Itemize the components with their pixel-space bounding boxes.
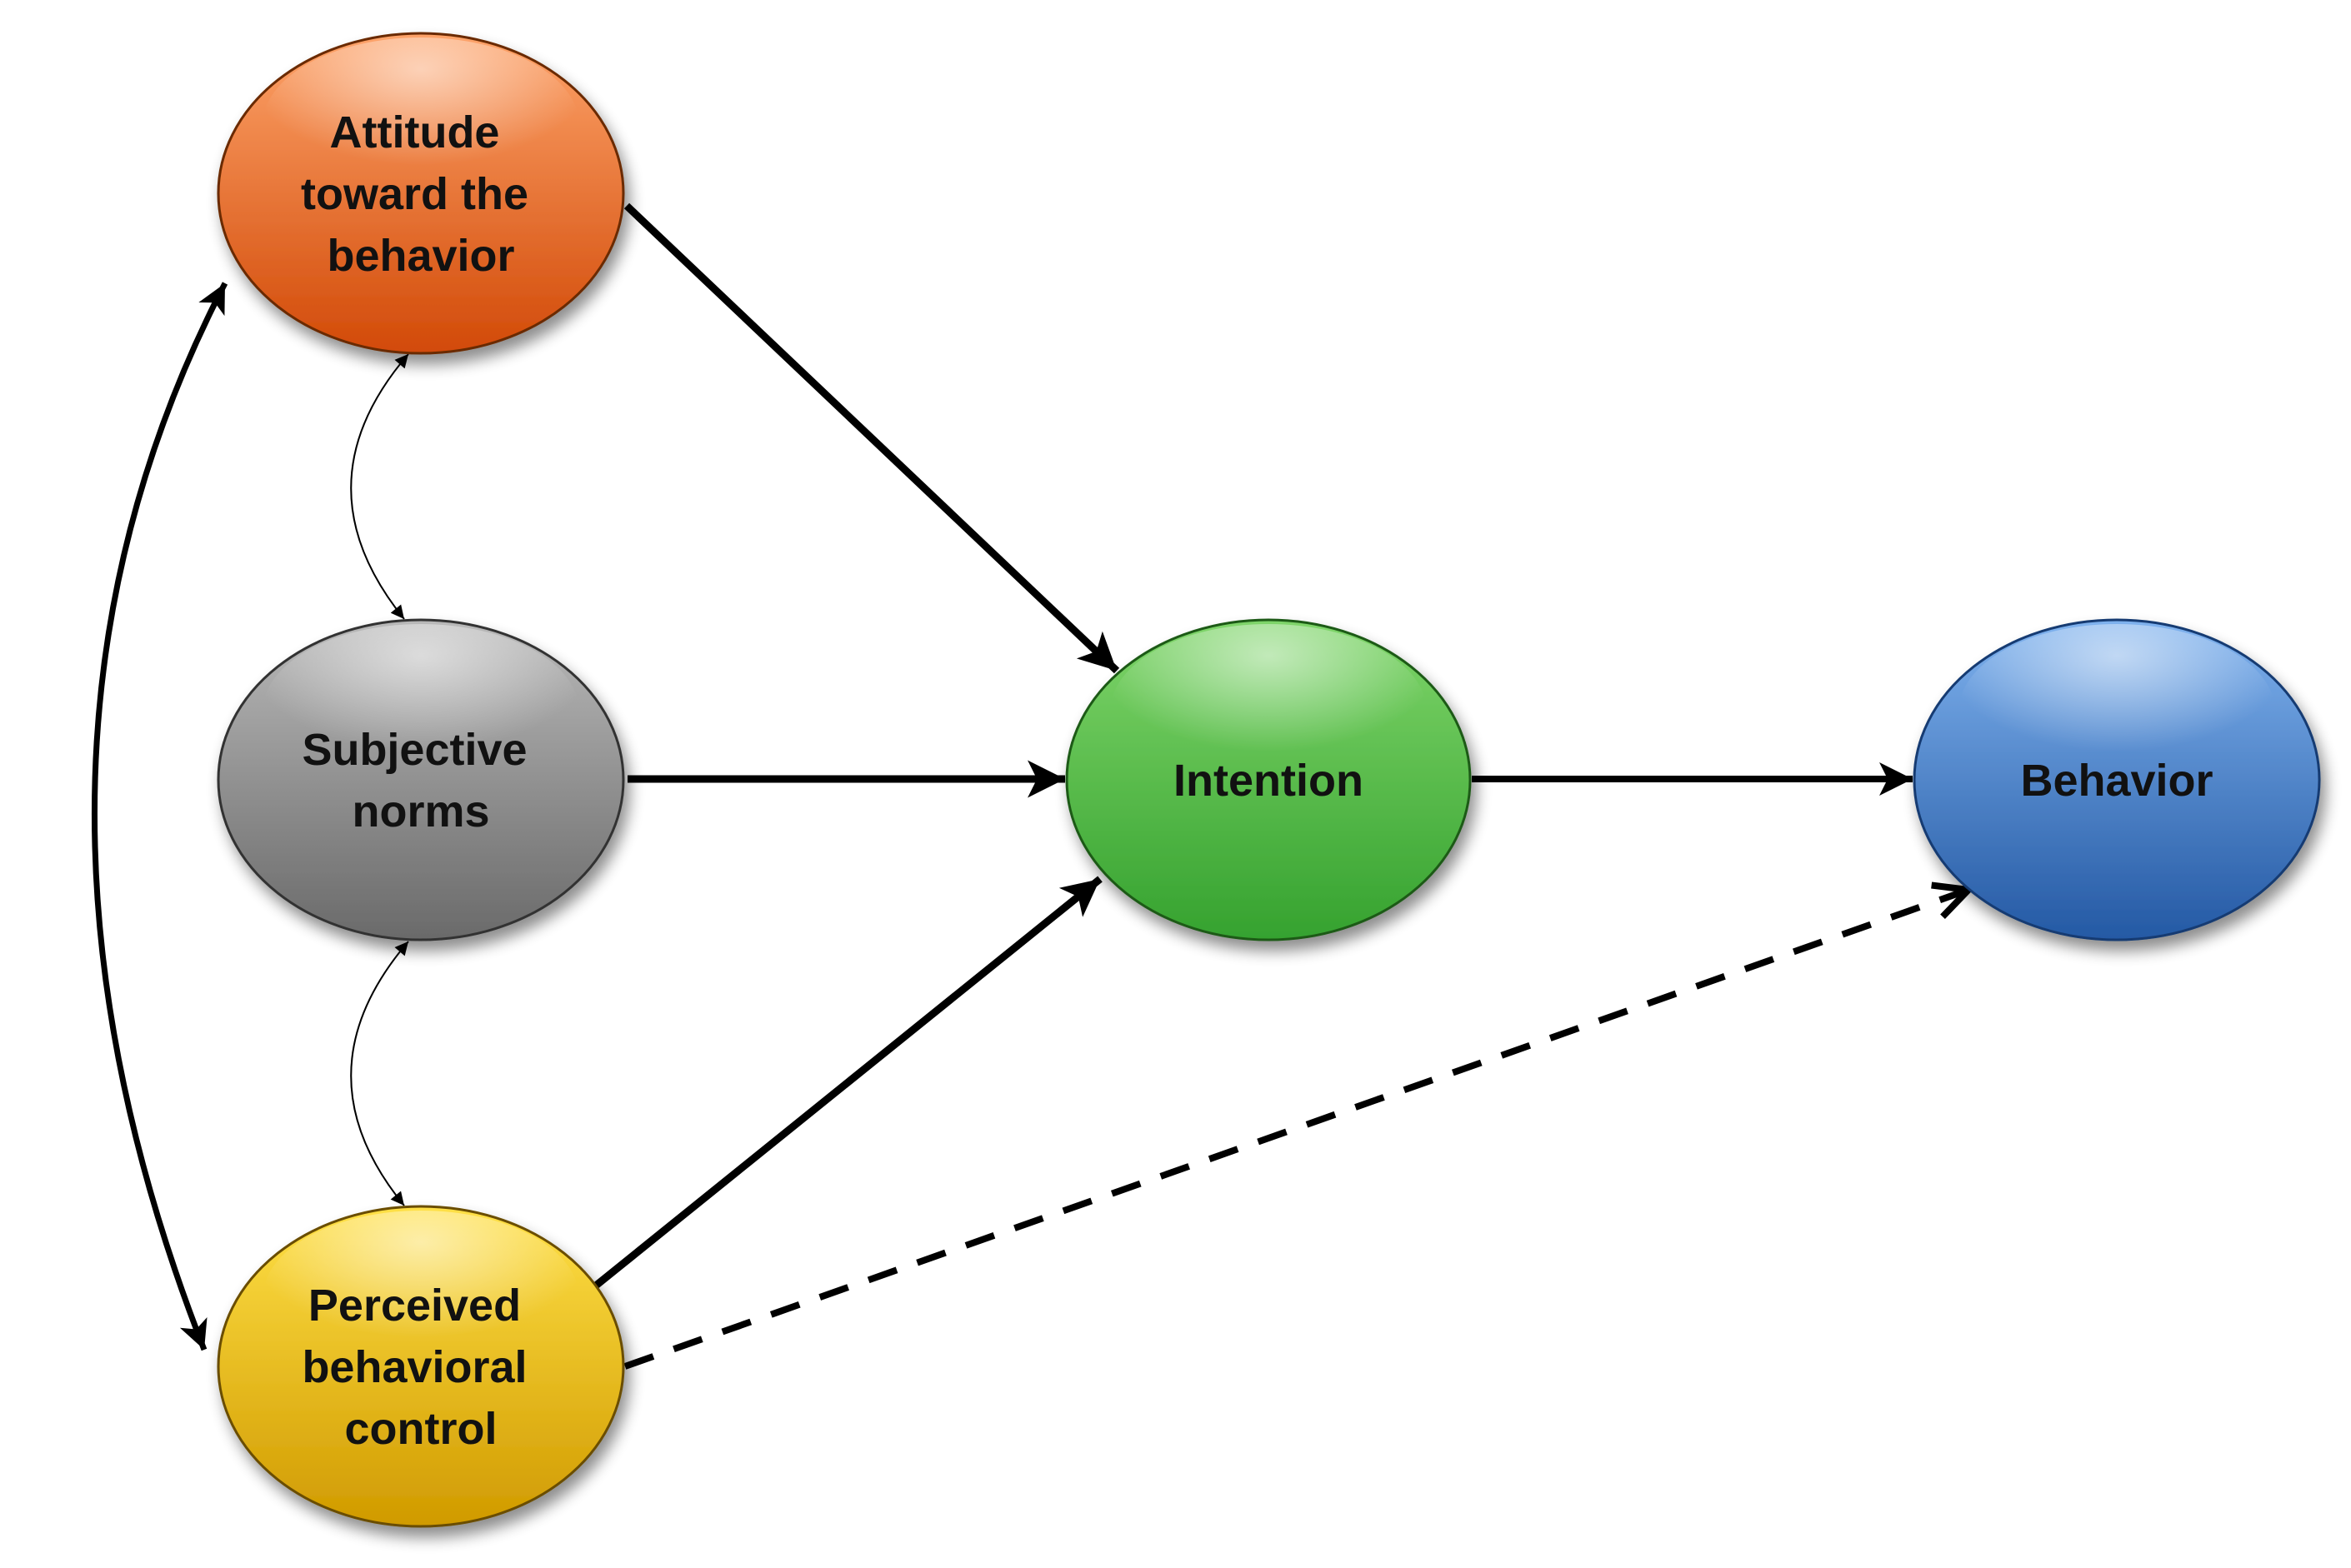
node-behavior-label: Behavior (2020, 756, 2213, 806)
edges (92, 202, 1968, 1370)
node-perceived-control-line-3: control (345, 1404, 498, 1454)
node-perceived-control-line-2: behavioral (302, 1342, 527, 1392)
node-subjective-norms-line-2: norms (352, 786, 489, 836)
node-subjective-norms-line-1: Subjective (302, 725, 527, 775)
arrow-attitude-subjective-norms (350, 353, 409, 620)
arrow-perceived-control-behavior-dashed (623, 890, 1968, 1370)
node-subjective-norms-gloss (263, 624, 579, 799)
node-behavior (1913, 618, 2321, 941)
node-subjective-norms-label: Subjective norms (302, 725, 539, 836)
arrow-attitude-perceived-control (92, 282, 228, 1351)
node-intention (1065, 618, 1472, 941)
node-behavior-gloss (1958, 624, 2275, 799)
node-attitude-label: Attitude toward the behavior (301, 107, 541, 281)
node-intention-line-1: Intention (1173, 756, 1363, 806)
node-intention-label: Intention (1173, 756, 1363, 806)
node-perceived-control-label: Perceived behavioral control (302, 1281, 539, 1454)
node-perceived-control-gloss (263, 1211, 579, 1386)
node-attitude-gloss (263, 37, 579, 212)
node-intention-gloss (1110, 624, 1427, 799)
node-subjective-norms (217, 618, 625, 941)
arrow-perceived-control-intention (593, 876, 1103, 1289)
arrow-subjective-norms-perceived-control (350, 941, 409, 1206)
node-attitude-line-3: behavior (327, 231, 514, 281)
node-behavior-line-1: Behavior (2020, 756, 2213, 806)
node-attitude-line-1: Attitude (330, 107, 500, 157)
node-perceived-control-line-1: Perceived (308, 1281, 521, 1331)
node-attitude-line-2: toward the (301, 169, 528, 219)
node-attitude (217, 32, 625, 355)
node-perceived-control (217, 1205, 625, 1528)
arrow-attitude-intention (623, 202, 1120, 674)
